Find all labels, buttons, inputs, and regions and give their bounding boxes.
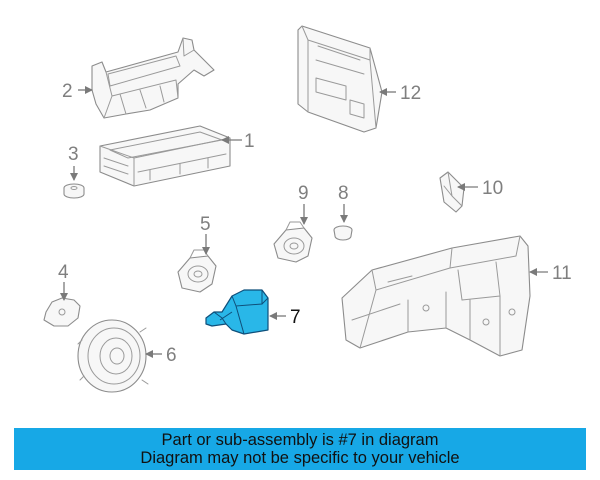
part-9-tweeter[interactable] [273, 221, 313, 263]
callout-5: 5 [200, 214, 211, 235]
callout-4: 4 [58, 262, 69, 283]
part-1-module[interactable] [99, 125, 231, 187]
part-12-control-unit[interactable] [297, 25, 383, 133]
callout-1: 1 [244, 131, 255, 152]
callout-11: 11 [552, 263, 572, 284]
callout-6: 6 [166, 345, 177, 366]
callout-2: 2 [62, 81, 73, 102]
part-6-woofer[interactable] [77, 319, 149, 393]
callout-labels: 2 1 3 12 10 8 9 5 4 6 7 11 [58, 81, 572, 366]
part-8-grommet[interactable] [333, 225, 353, 241]
callout-10: 10 [482, 178, 503, 199]
callout-3: 3 [68, 144, 79, 165]
part-5-tweeter[interactable] [177, 249, 217, 293]
banner-line-2: Diagram may not be specific to your vehi… [140, 449, 460, 467]
callout-9: 9 [298, 183, 309, 204]
part-7-highlighted-module[interactable] [205, 289, 269, 335]
callout-8: 8 [338, 183, 349, 204]
part-3-bumper[interactable] [63, 183, 85, 199]
callout-7: 7 [290, 307, 301, 328]
info-banner: Part or sub-assembly is #7 in diagram Di… [14, 428, 586, 470]
part-11-panel[interactable] [341, 235, 531, 357]
callout-12: 12 [400, 83, 421, 104]
part-10-clip[interactable] [439, 171, 465, 213]
leader-lines [60, 86, 548, 358]
part-4-mount[interactable] [43, 297, 81, 327]
part-2-bracket[interactable] [91, 37, 215, 119]
banner-line-1: Part or sub-assembly is #7 in diagram [161, 431, 439, 449]
